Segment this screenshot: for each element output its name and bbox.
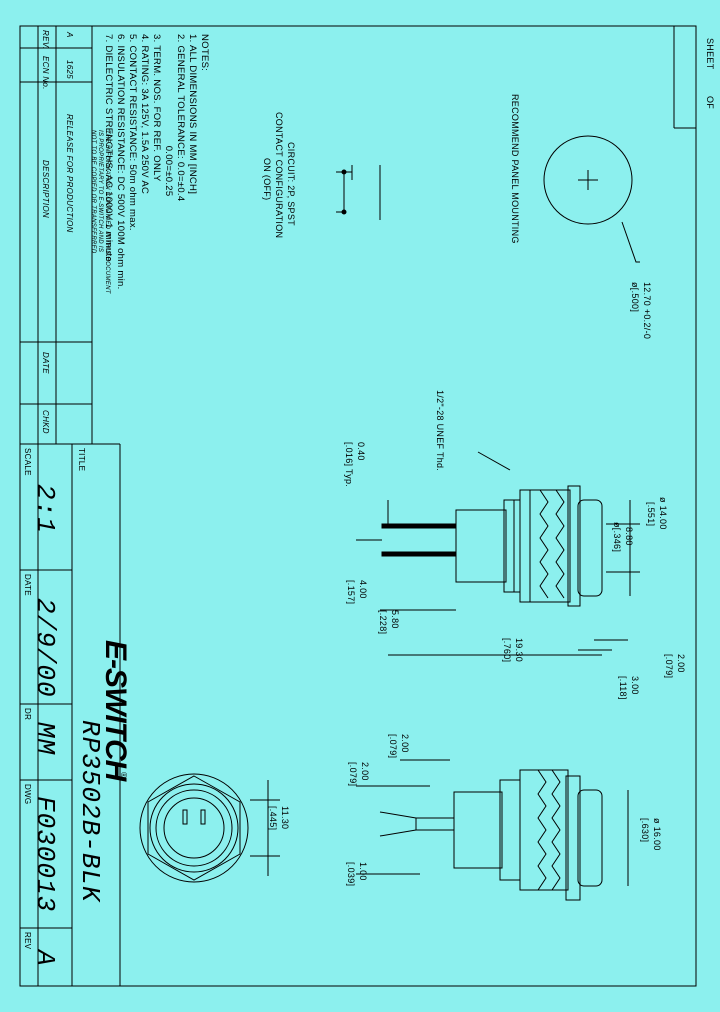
circuit-line2: CONTACT CONFIGURATION	[274, 112, 284, 239]
side-dim-2: 8.80	[624, 527, 634, 546]
registered-mark: ®	[119, 772, 128, 779]
end-dim-1: 11.30	[280, 806, 290, 830]
side-dim-4-inch: [.118]	[618, 676, 628, 700]
panel-mount-label: RECOMMEND PANEL MOUNTING	[510, 94, 520, 244]
side-dim-4: 3.00	[630, 676, 640, 695]
side-view	[356, 451, 640, 656]
scale-label: SCALE	[23, 448, 32, 476]
dwg-value: F030013	[30, 796, 60, 913]
notes-block: NOTES: 1. ALL DIMENSIONS IN MM [INCH] 2.…	[102, 34, 210, 290]
rev-header: REV.	[41, 30, 50, 50]
side-dim-1: ø 14.00	[658, 497, 668, 530]
side-dim-6-inch: [.228]	[378, 610, 388, 635]
bottom-dim-2-inch: [.079]	[388, 734, 398, 759]
side-dim-7-inch: [.157]	[346, 580, 356, 605]
bottom-dim-3-inch: [.079]	[348, 762, 358, 787]
panel-hole-circle	[543, 135, 633, 225]
rev-label: REV	[23, 932, 32, 950]
description-header: DESCRIPTION	[41, 160, 50, 218]
circuit-symbol	[336, 165, 381, 220]
side-dim-2-inch: ø[.346]	[612, 522, 622, 553]
end-dim-1-inch: [.445]	[268, 806, 278, 831]
description-cell: RELEASE FOR PRODUCTION	[65, 114, 74, 233]
panel-dim-inch: ø[.500]	[630, 282, 640, 313]
ecn-header: ECN No.	[41, 56, 50, 90]
note-5: 5. CONTACT RESISTANCE: 50m ohm max.	[127, 34, 138, 231]
dr-label: DR	[23, 708, 32, 721]
rev-cell: A	[65, 32, 74, 38]
side-dim-8: 0.40	[356, 442, 366, 461]
note-4: 4. RATING: 3A 125V, 1.5A 250V AC	[139, 34, 150, 195]
company-logo: E-SWITCH	[99, 640, 132, 781]
panel-dim: 12.70 +0.2/-0	[642, 282, 652, 340]
note-2b: 0.00=±0.25	[163, 34, 174, 197]
bottom-view	[356, 759, 629, 901]
bottom-dim-4-inch: [.039]	[346, 862, 356, 887]
side-dim-5: 19.30	[514, 638, 524, 663]
note-3: 3. TERM. NOS. FOR REF. ONLY	[151, 34, 162, 182]
title-label: TITLE	[77, 448, 86, 472]
circuit-line1: CIRCUIT: 2P, SPST	[286, 142, 296, 226]
end-view	[139, 773, 280, 883]
bottom-dim-3: 2.00	[360, 762, 370, 781]
of-label: OF	[705, 96, 715, 110]
ecn-cell: 1625	[65, 60, 74, 79]
date-label: DATE	[23, 574, 32, 596]
side-dim-5-inch: [.760]	[502, 638, 512, 663]
side-dim-3-inch: [.079]	[664, 654, 674, 679]
sheet-label: SHEET	[705, 38, 715, 70]
thread-callout: 1/2"-28 UNEF Thd.	[435, 390, 445, 472]
date-header: DATE	[41, 352, 50, 374]
note-6: 6. INSULATION RESISTANCE: DC 500V 100M o…	[115, 34, 126, 290]
bottom-dim-2: 2.00	[400, 734, 410, 753]
scale-value: 2:1	[30, 484, 60, 534]
bottom-dim-4: 1.00	[358, 862, 368, 881]
dr-value: MM	[30, 722, 60, 756]
note-1: 1. ALL DIMENSIONS IN MM [INCH]	[187, 34, 198, 195]
side-dim-3: 2.00	[676, 654, 686, 673]
proprietary-note: THE INFORMATION CONTAINED IN THIS DOCUME…	[90, 130, 110, 294]
rev-value: A	[30, 950, 60, 967]
bottom-dim-1-inch: [.630]	[640, 818, 650, 843]
circuit-line3: ON (OFF)	[262, 158, 272, 201]
bottom-dim-1: ø 16.00	[652, 818, 662, 851]
date-value: 2/9/00	[30, 598, 60, 698]
side-dim-1-inch: [.551]	[646, 502, 656, 527]
side-dim-7: 4.00	[358, 580, 368, 599]
notes-heading: NOTES:	[199, 34, 210, 72]
side-dim-8-inch: [.016] Typ.	[344, 442, 354, 488]
side-dim-6: 5.80	[390, 610, 400, 629]
drawing-frame	[19, 25, 697, 987]
note-2: 2. GENERAL TOLERANCE: 0.0=±0.4	[175, 34, 186, 202]
chkd-header: CHKD	[41, 410, 50, 434]
